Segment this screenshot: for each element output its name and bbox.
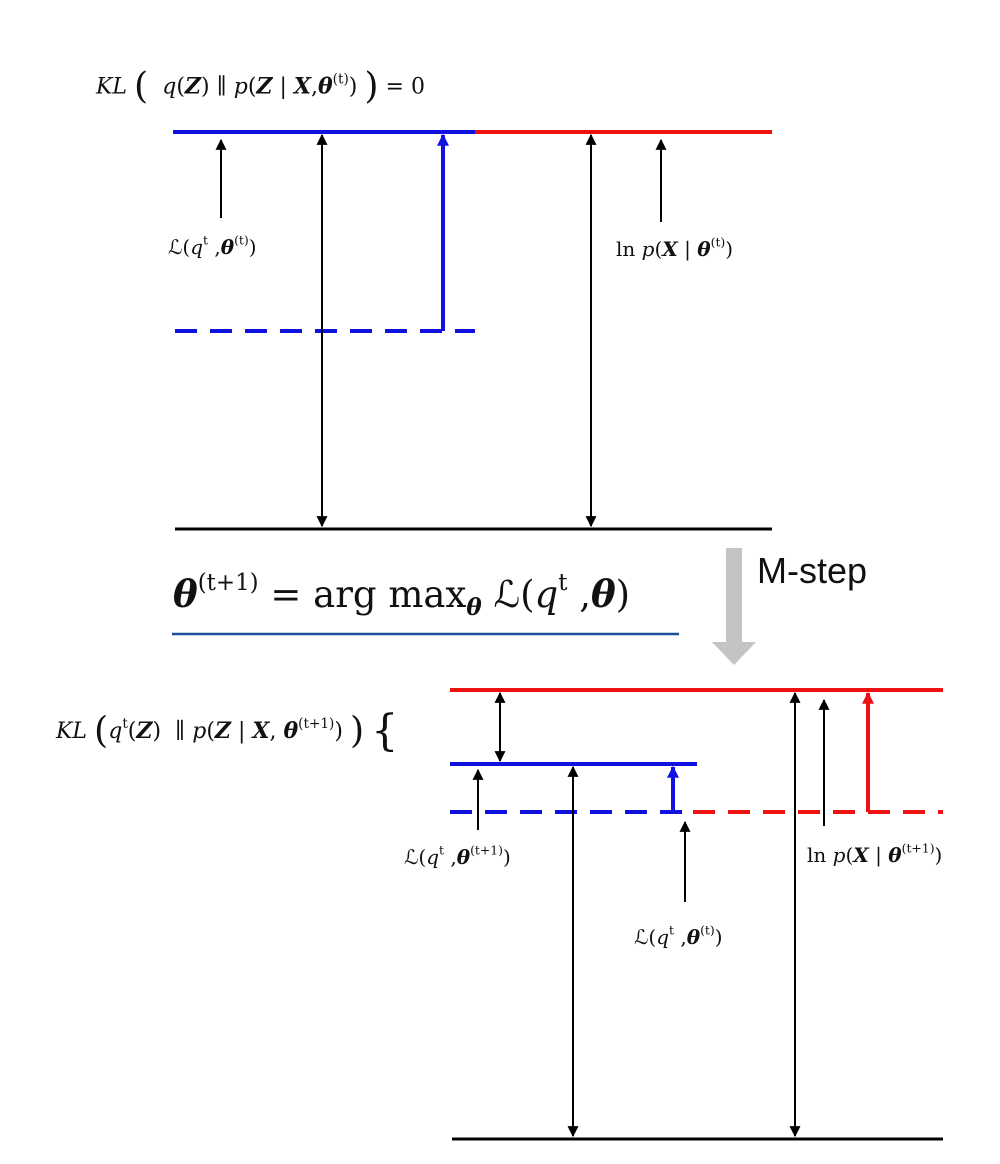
kl-top-formula: KL ( q(Z) ∥ p(Z | X,θ(t)) ) = 0 [96,64,425,107]
loglik-t-label: ln p(X | θ(t)) [616,234,734,261]
lower-bound-t1-label: ℒ(qt ,θ(t+1)) [404,842,511,869]
m-step-arrow-head [712,642,756,665]
m-step-arrow-shaft [726,548,742,642]
lower-bound-t-label: ℒ(qt ,θ(t)) [168,232,257,259]
loglik-t1-label: ln p(X | θ(t+1)) [807,840,943,867]
lower-bound-t-old-label: ℒ(qt ,θ(t)) [634,922,723,949]
kl-bottom-formula: KL (qt(Z) ∥ p(Z | X, θ(t+1)) ) { [56,706,399,756]
m-step-label: M-step [757,550,868,591]
m-step-formula: θ(t+1) = arg maxθ ℒ(qt ,θ) [173,569,631,622]
